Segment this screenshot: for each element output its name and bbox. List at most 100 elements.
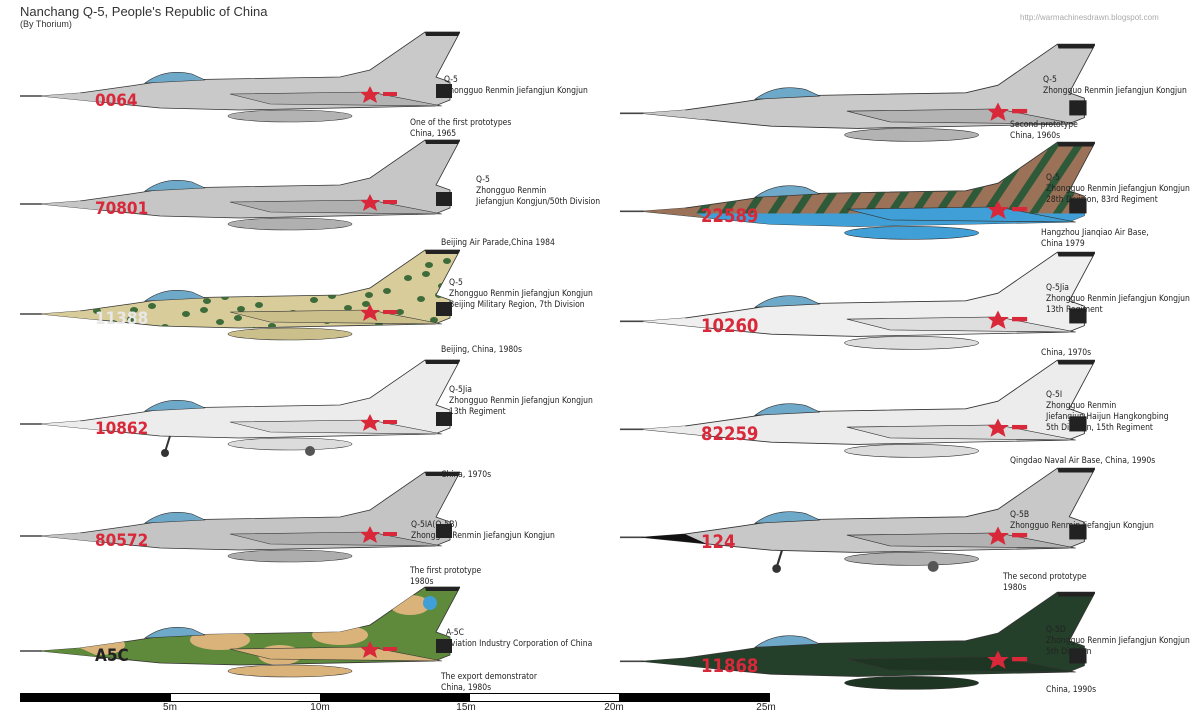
caption-line: China, 1990s — [1046, 685, 1097, 695]
caption-line: Q-5 — [1046, 173, 1060, 183]
aircraft-profile: 10862 — [20, 359, 460, 457]
aircraft-caption: Beijing Air Parade,China 1984 — [441, 238, 555, 249]
caption-line: China, 1965 — [410, 129, 457, 139]
serial-number: 80572 — [95, 531, 148, 551]
aircraft-profile: 124 — [620, 467, 1096, 573]
scale-label: 15m — [456, 702, 476, 713]
caption-line: 5th Division, 15th Regiment — [1046, 423, 1153, 433]
aircraft-profile: 11868 — [620, 591, 1096, 690]
aircraft-caption: China, 1970s — [441, 470, 491, 481]
aircraft-caption: Hangzhou Jianqiao Air Base,China 1979 — [1041, 228, 1149, 250]
serial-number: 22589 — [701, 206, 758, 227]
caption-line: Hangzhou Jianqiao Air Base, — [1041, 228, 1149, 238]
caption-line: Zhongguo Renmin Jiefangjun Kongjun — [1046, 294, 1190, 304]
caption-line: Zhongguo Renmin Jiefangjun Kongjun — [449, 396, 593, 406]
aircraft-profile: 11388 — [20, 249, 460, 341]
caption-line: Q-5IA(Q-5B) — [411, 520, 458, 530]
author-credit: (By Thorium) — [20, 19, 72, 29]
aircraft-caption: Q-5IA(Q-5B)Zhongguo Renmin Jiefangjun Ko… — [411, 520, 555, 542]
caption-line: One of the first prototypes — [410, 118, 512, 128]
aircraft-profile: 82259 — [620, 359, 1096, 458]
serial-number: 82259 — [701, 424, 758, 445]
scale-label: 20m — [604, 702, 624, 713]
caption-line: 13th Regiment — [1046, 305, 1103, 315]
caption-line: Beijing Air Parade,China 1984 — [441, 238, 555, 248]
caption-line: Q-5D — [1046, 625, 1066, 635]
caption-line: The first prototype — [410, 566, 482, 576]
caption-line: Q-5B — [1010, 510, 1030, 520]
caption-line: Qingdao Naval Air Base, China, 1990s — [1010, 456, 1156, 466]
aircraft-profile: 80572 — [20, 471, 460, 563]
caption-line: Q-5 — [444, 75, 458, 85]
aircraft-profile: 22589 — [620, 141, 1096, 240]
caption-line: Jiefangjun Haijun Hangkongbing — [1046, 412, 1169, 422]
caption-line: 1980s — [410, 577, 434, 587]
caption-line: Zhongguo Renmin Jiefangjun Kongjun — [1046, 636, 1190, 646]
caption-line: Zhongguo Renmin — [476, 186, 547, 196]
caption-line: Zhongguo Renmin Jiefangjun Kongjun — [411, 531, 555, 541]
serial-number: 11868 — [701, 656, 758, 677]
serial-number: 10862 — [95, 419, 148, 439]
caption-line: A-5C — [446, 628, 465, 638]
caption-line: China, 1970s — [1041, 348, 1092, 358]
watermark-url: http://warmachinesdrawn.blogspot.com — [1020, 13, 1159, 22]
caption-line: China, 1960s — [1010, 131, 1061, 141]
scale-label: 10m — [310, 702, 330, 713]
aircraft-profile: A5C — [20, 586, 460, 678]
caption-line: Q-5I — [1046, 390, 1063, 400]
scale-bar — [20, 693, 770, 702]
caption-line: Second prototype — [1010, 120, 1078, 130]
caption-line: Zhongguo Renmin Jiefangjun Kongjun — [444, 86, 588, 96]
caption-line: Zhongguo Renmin Jiefangjun Kongjun — [1010, 521, 1154, 531]
page-title: Nanchang Q-5, People's Republic of China — [20, 4, 268, 19]
caption-line: 28th Division, 83rd Regiment — [1046, 195, 1158, 205]
aircraft-profile — [620, 43, 1096, 142]
caption-line: Zhongguo Renmin — [1046, 401, 1117, 411]
serial-number: 70801 — [95, 199, 148, 219]
serial-number: A5C — [95, 646, 129, 666]
scale-label: 25m — [756, 702, 776, 713]
serial-number: 11388 — [95, 309, 148, 329]
caption-line: Q-5 — [449, 278, 463, 288]
caption-line: Q-5 — [1043, 75, 1057, 85]
caption-line: Zhongguo Renmin Jiefangjun Kongjun — [1046, 184, 1190, 194]
caption-line: The second prototype — [1003, 572, 1087, 582]
serial-number: 10260 — [701, 316, 758, 337]
caption-line: Q-5Jia — [449, 385, 472, 395]
caption-line: China, 1980s — [441, 683, 492, 693]
caption-line: Q-5Jia — [1046, 283, 1069, 293]
aircraft-profile: 70801 — [20, 139, 460, 231]
caption-line: Jiefangjun Kongjun/50th Division — [476, 197, 601, 207]
scale-label: 5m — [163, 702, 177, 713]
caption-line: Zhongguo Renmin Jiefangjun Kongjun — [1043, 86, 1187, 96]
serial-number: 124 — [701, 532, 735, 553]
caption-line: China 1979 — [1041, 239, 1085, 249]
caption-line: Aviation Industry Corporation of China — [446, 639, 593, 649]
caption-line: China, 1970s — [441, 470, 492, 480]
aircraft-caption: Beijing, China, 1980s — [441, 345, 522, 356]
caption-line: Beijing Military Region, 7th Division — [449, 300, 585, 310]
caption-line: Zhongguo Renmin Jiefangjun Kongjun — [449, 289, 593, 299]
caption-line: The export demonstrator — [441, 672, 537, 682]
caption-line: Beijing, China, 1980s — [441, 345, 523, 355]
serial-number: 0064 — [95, 91, 138, 111]
caption-line: Q-5 — [476, 175, 490, 185]
aircraft-profile: 10260 — [620, 251, 1096, 350]
caption-line: 1980s — [1003, 583, 1027, 593]
aircraft-caption: China, 1990s — [1046, 685, 1096, 696]
